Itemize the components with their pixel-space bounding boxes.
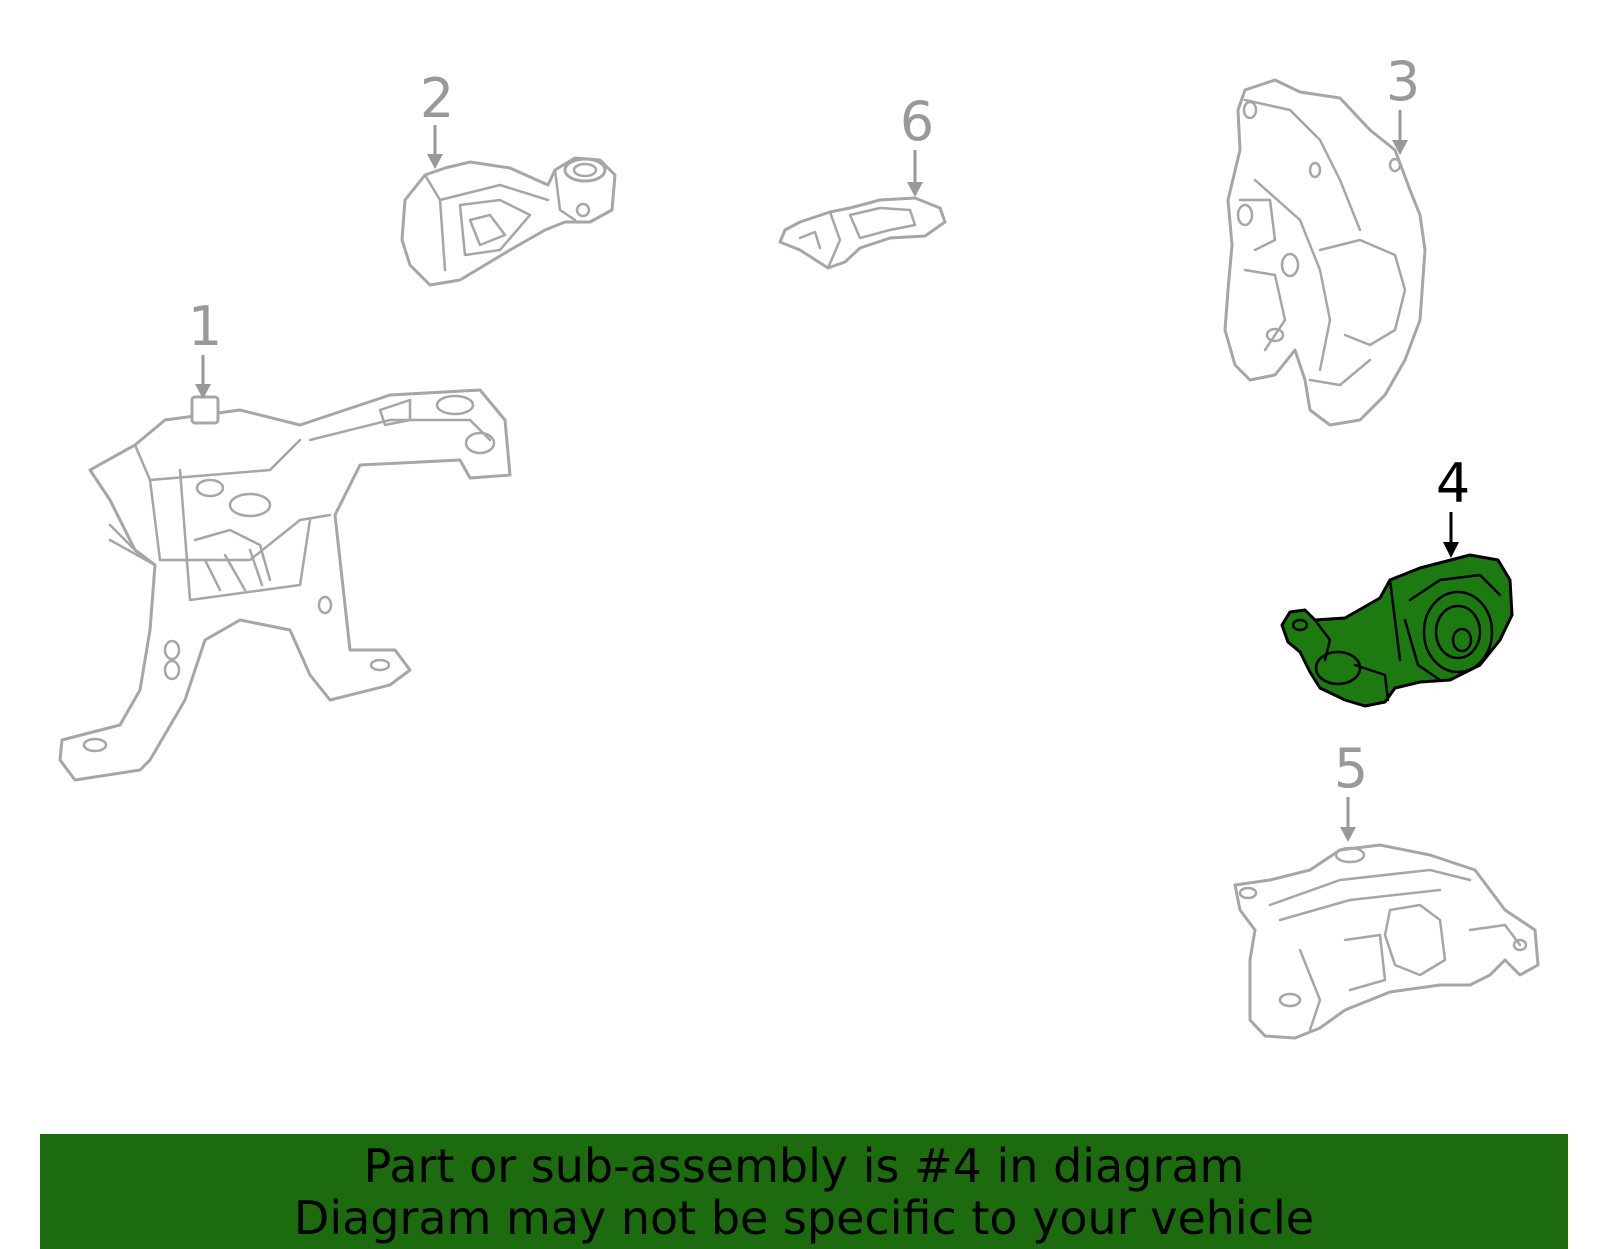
callout-5: 5 [1334, 737, 1368, 842]
banner-line-2: Diagram may not be specific to your vehi… [293, 1190, 1315, 1245]
callout-3-label: 3 [1386, 50, 1420, 113]
callout-2-label: 2 [420, 67, 454, 130]
part-1-mount-bracket[interactable] [58, 388, 512, 782]
part-3-engine-bracket[interactable] [1223, 78, 1427, 427]
part-4-mount-highlighted[interactable] [1280, 553, 1514, 708]
callout-4: 4 [1436, 452, 1470, 558]
callout-1: 1 [188, 295, 222, 399]
part-6-bracket[interactable] [778, 196, 947, 270]
info-banner: Part or sub-assembly is #4 in diagram Di… [40, 1134, 1568, 1249]
callout-5-label: 5 [1334, 737, 1368, 800]
part-2-upper-mount[interactable] [400, 156, 617, 287]
banner-line-1: Part or sub-assembly is #4 in diagram [363, 1138, 1245, 1193]
part-5-lower-mount[interactable] [1233, 843, 1540, 1040]
callout-4-label: 4 [1436, 452, 1470, 515]
callout-6-label: 6 [900, 90, 934, 153]
callout-2: 2 [420, 67, 454, 169]
callout-6: 6 [900, 90, 934, 197]
callout-1-label: 1 [188, 295, 222, 358]
callout-3: 3 [1386, 50, 1420, 155]
